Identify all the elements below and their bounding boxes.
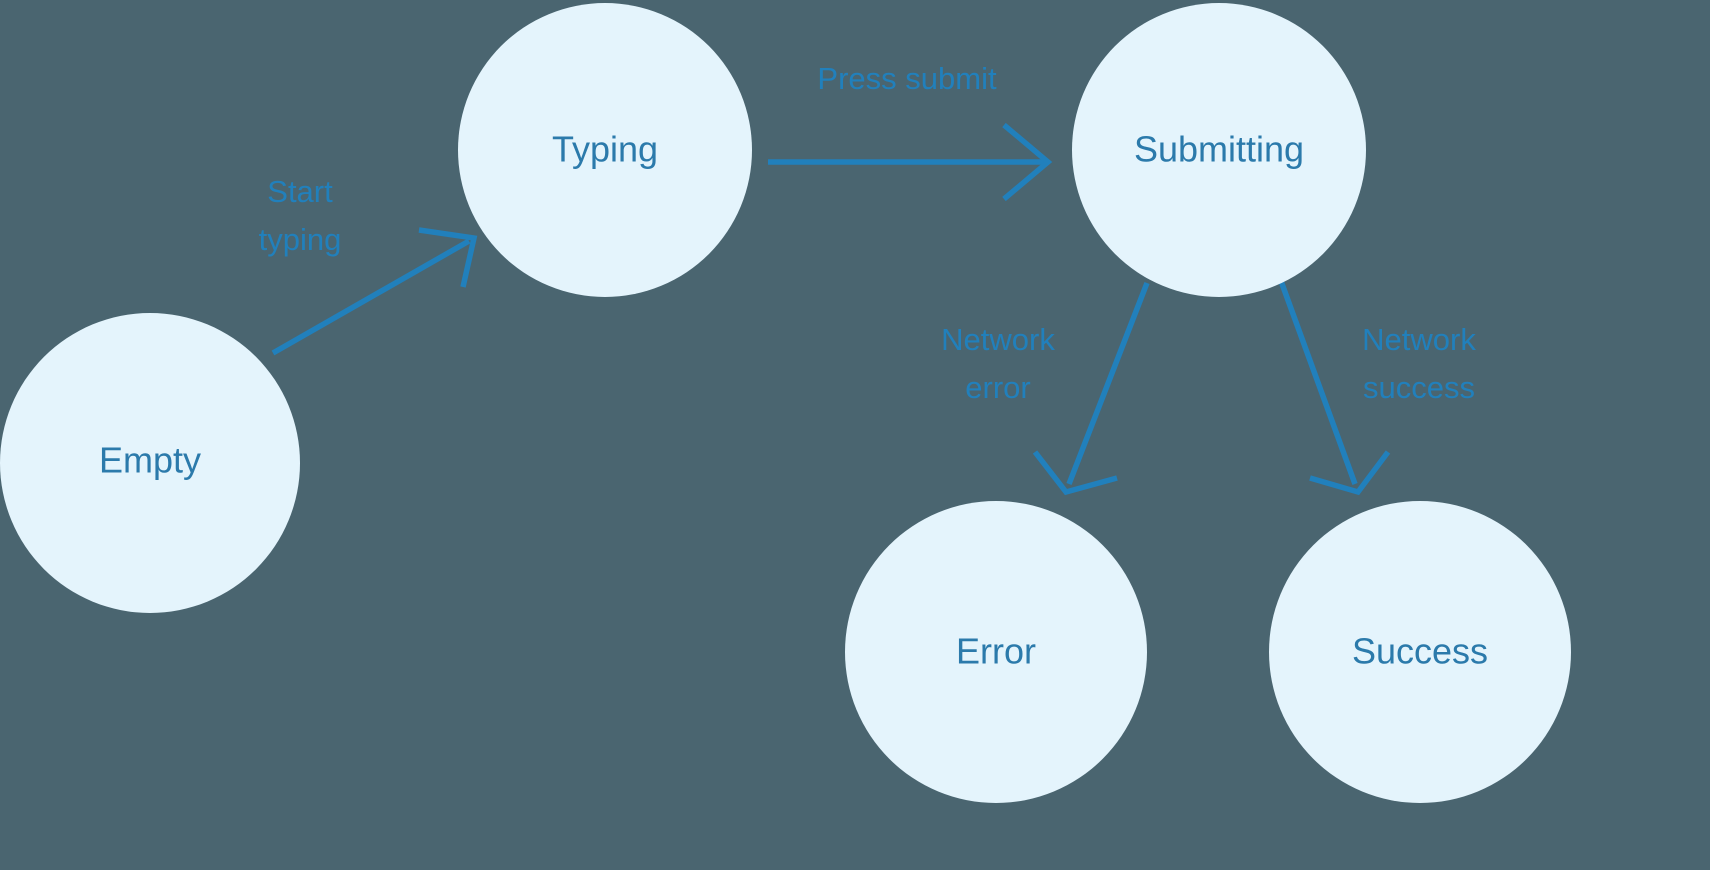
state-node-submitting-circle[interactable]: [1072, 3, 1366, 297]
state-node-empty[interactable]: Empty: [0, 313, 300, 613]
state-node-submitting-label: Submitting: [1134, 129, 1304, 170]
state-node-empty-circle[interactable]: [0, 313, 300, 613]
state-node-success[interactable]: Success: [1269, 501, 1571, 803]
state-node-empty-label: Empty: [99, 440, 201, 481]
edge-submitting-to-success-line: [1278, 280, 1358, 485]
edge-submitting-to-error-line: [1066, 282, 1150, 485]
edge-empty-to-typing-arrowhead: [418, 227, 478, 288]
state-node-error-circle[interactable]: [845, 501, 1147, 803]
state-node-typing[interactable]: Typing: [458, 3, 752, 297]
edge-label-empty-to-typing-line1: Start: [267, 174, 333, 209]
state-node-error[interactable]: Error: [845, 501, 1147, 803]
edge-typing-to-submitting-arrowhead: [1002, 122, 1053, 202]
edge-empty-to-typing-line: [271, 238, 471, 356]
state-node-error-label: Error: [956, 631, 1036, 672]
edge-typing-to-submitting: [768, 122, 1053, 202]
edge-label-submitting-to-error-line1: Network: [941, 322, 1055, 357]
edge-label-typing-to-submitting-line1: Press submit: [817, 61, 997, 96]
edge-label-submitting-to-success: Network success: [1362, 322, 1476, 405]
edge-empty-to-typing: [271, 227, 478, 356]
edge-label-typing-to-submitting: Press submit: [817, 61, 997, 96]
state-node-submitting[interactable]: Submitting: [1072, 3, 1366, 297]
state-node-typing-circle[interactable]: [458, 3, 752, 297]
edge-submitting-to-error-arrowhead: [1032, 450, 1118, 496]
edge-label-empty-to-typing: Start typing: [259, 174, 342, 257]
edge-label-empty-to-typing-line2: typing: [259, 222, 342, 257]
edge-label-submitting-to-success-line2: success: [1363, 370, 1475, 405]
edge-submitting-to-error: [1032, 282, 1150, 496]
edge-submitting-to-success-arrowhead: [1309, 450, 1391, 496]
state-node-success-label: Success: [1352, 631, 1488, 672]
state-node-typing-label: Typing: [552, 129, 658, 170]
edge-label-submitting-to-error: Network error: [941, 322, 1055, 405]
edge-label-submitting-to-error-line2: error: [965, 370, 1030, 405]
edge-label-submitting-to-success-line1: Network: [1362, 322, 1476, 357]
edge-submitting-to-success: [1278, 280, 1391, 496]
state-node-success-circle[interactable]: [1269, 501, 1571, 803]
